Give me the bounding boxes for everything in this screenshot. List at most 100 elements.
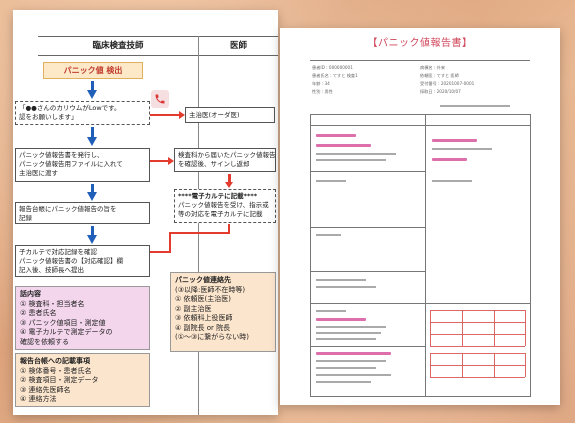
column-divider [198,36,199,415]
red-arrow-head [168,157,174,165]
ledger-item: ③ 連絡先医師名 [20,385,71,394]
arrow-shaft [91,81,94,90]
column-divider [425,114,426,397]
header-field: 患者氏名 : てすと 検査1 [312,73,358,78]
contact-order-item: ① 依頼医(主治医) [175,295,231,303]
text-line [316,286,376,288]
rule [310,171,425,172]
ledger-items-panel: 報告台帳への記載事項 ① 検体番号・患者氏名 ② 検査項目・測定データ ③ 連絡… [15,353,150,407]
contact-order-panel: パニック値連絡先 (③以降:医師不在時等) ① 依頼医(主治医) ② 副主治医 … [170,272,276,352]
contact-order-item: ② 副主治医 [175,304,212,313]
red-arrow-shaft [228,174,231,182]
phone-content-title: 話内容 [20,290,41,298]
ledger-item: ② 検査項目・測定データ [20,376,99,384]
rule [462,310,463,346]
rule [430,310,431,346]
text-line [316,279,366,281]
ledger-items-title: 報告台帳への記載事項 [20,357,90,365]
red-arrow-line [150,160,169,162]
contact-order-item: ③ 依頼科上役医師 [175,314,233,322]
phone-content-item: ④ 電子カルテで測定データの [20,328,113,336]
confirm-record-line-2: パニック値報告書の【対応確認】欄 [19,257,123,265]
rule [310,346,425,347]
rule [462,353,463,377]
issue-report-line-1: パニック値報告書を発行し、 [19,151,104,159]
arrow-down-icon [87,192,97,201]
doctor-sign-line-2: を確認後、サインし返却 [178,160,250,168]
arrow-shaft [91,127,94,137]
phone-icon [151,90,169,108]
record-ledger-box: 報告台帳にパニック値報告の旨を 記録 [15,202,150,224]
rule [525,353,526,377]
red-arrow-head [225,182,233,188]
header-field: 採取日 : 2020/10/07 [420,89,461,94]
phone-script-line-2: 認をお願いします」 [19,113,78,121]
arrow-shaft [91,226,94,235]
rule [430,377,525,378]
header-field: 病棟名 : 外来 [420,65,446,70]
text-line [316,153,396,155]
emr-record-line-1: ****電子カルテに記載**** [178,192,258,200]
rule [310,227,425,228]
rule [310,125,530,126]
red-connector [228,224,230,234]
confirm-record-line-3: 記入後、技師長へ提出 [19,266,84,274]
arrow-down-icon [87,137,97,146]
rule [430,322,525,323]
record-ledger-line-2: 記録 [19,214,32,222]
rule [310,396,531,397]
rule [430,334,525,335]
panic-report-document: 【パニック値報告書】 患者ID : 000000001 患者氏名 : てすと 検… [280,28,560,405]
text-line [316,310,346,312]
header-field: 患者ID : 000000001 [312,65,353,70]
red-arrow-head [179,111,185,119]
contact-order-title: パニック値連絡先 [175,276,231,284]
column-header-doctor: 医師 [199,36,278,56]
text-line [316,180,346,182]
highlight-mark [432,158,467,161]
doctor-sign-box: 検査科から届いたパニック値報告 を確認後、サインし返却 [174,148,276,172]
highlight-mark [316,134,356,137]
text-line [432,148,492,150]
header-field: 性別 : 男性 [312,89,333,94]
highlight-mark [432,139,477,142]
phone-script-line-1: 「●●さんのカリウムがLowです。 [19,104,121,112]
panic-value-detected-box: パニック値 検出 [43,62,143,79]
red-connector [169,232,229,234]
emr-record-line-2: パニック値報告を受け、指示或 [178,201,269,209]
confirm-record-box: 子カルテで対応記録を確認 パニック値報告書の【対応確認】欄 記入後、技師長へ提出 [15,245,150,277]
flowchart-document: 臨床検査技師 医師 パニック値 検出 「●●さんのカリウムがLowです。 認をお… [13,10,278,415]
issue-report-line-2: パニック値報告用ファイルに入れて [19,160,123,168]
phone-content-item: 確認を依頼する [20,337,69,346]
header-field: 依頼医 : てすと 医師 [420,73,459,78]
rule [430,365,525,366]
text-line [440,105,510,107]
report-title: 【パニック値報告書】 [367,38,473,49]
emr-record-box: ****電子カルテに記載**** パニック値報告を受け、指示或 等の対応を電子カ… [174,189,276,223]
rule [310,60,530,61]
border [310,114,311,397]
highlight-mark [316,318,366,321]
ledger-item: ④ 連絡方法 [20,395,57,403]
record-ledger-line-1: 報告台帳にパニック値報告の旨を [19,205,117,213]
red-arrow-line [150,114,180,116]
rule [494,353,495,377]
text-line [316,374,391,376]
rule [430,353,525,354]
text-line [316,332,381,334]
rule [310,303,530,304]
attending-doctor-box: 主治医(オーダ医) [185,107,275,123]
highlight-mark [316,352,391,355]
contact-order-note: (①〜③に繋がらない時) [175,333,250,341]
rule [494,310,495,346]
arrow-down-icon [87,235,97,244]
contact-order-item: ④ 副院長 or 院長 [175,323,231,332]
phone-content-item: ① 検査科・担当者名 [20,299,85,308]
red-connector [150,251,170,253]
phone-content-item: ② 患者氏名 [20,309,57,317]
text-line [316,234,341,236]
header-field: 受付番号 : 20201007-0001 [420,81,475,86]
rule [310,114,530,115]
contact-order-note: (③以降:医師不在時等) [175,285,246,294]
text-line [316,381,371,383]
